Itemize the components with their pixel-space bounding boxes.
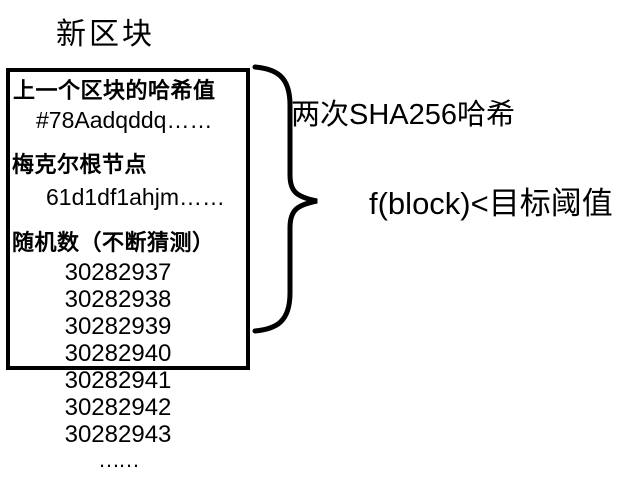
nonce-ellipsis: …… xyxy=(98,447,140,472)
nonce-value: 30282941 xyxy=(64,367,172,394)
nonce-value: 30282943 xyxy=(64,421,172,448)
new-block-title: 新区块 xyxy=(56,18,155,51)
nonce-value: 30282938 xyxy=(64,286,172,313)
double-sha256-label: 两次SHA256哈希 xyxy=(291,99,516,131)
curly-brace xyxy=(252,64,318,334)
nonce-label: 随机数（不断猜测） xyxy=(12,230,215,255)
merkle-root-value: 61d1df1ahjm…… xyxy=(46,184,225,210)
block-outline-box xyxy=(6,68,250,370)
prev-hash-label: 上一个区块的哈希值 xyxy=(13,78,216,103)
nonce-guess-list: 30282937 30282938 30282939 30282940 3028… xyxy=(28,259,208,472)
merkle-root-label: 梅克尔根节点 xyxy=(12,152,148,177)
nonce-value: 30282939 xyxy=(64,313,172,340)
prev-hash-value: #78Aadqddq…… xyxy=(36,107,213,133)
nonce-value: 30282942 xyxy=(64,394,172,421)
nonce-value: 30282940 xyxy=(64,340,172,367)
nonce-value: 30282937 xyxy=(64,259,172,286)
target-threshold-condition-label: f(block)<目标阈值 xyxy=(369,186,613,221)
